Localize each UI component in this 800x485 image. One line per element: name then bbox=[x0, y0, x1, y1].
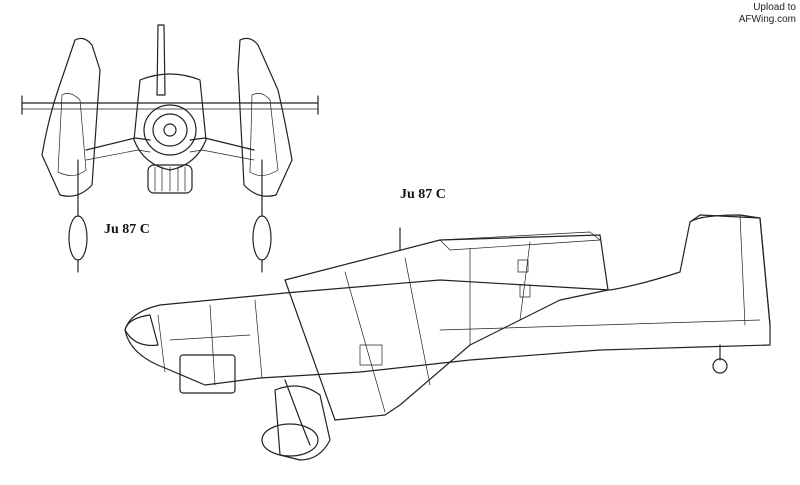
chin-radiator bbox=[179, 354, 236, 394]
front-view-drawing bbox=[21, 24, 319, 273]
folded-wing bbox=[284, 234, 609, 421]
radiator bbox=[147, 164, 193, 194]
canopy bbox=[439, 231, 601, 251]
side-view-label: Ju 87 C bbox=[400, 187, 446, 202]
tail-wheel bbox=[712, 358, 728, 374]
watermark-line-2: AFWing.com bbox=[738, 14, 796, 25]
watermark-line-1: Upload to bbox=[753, 2, 796, 13]
main-gear-pant bbox=[274, 385, 331, 461]
right-wing-panel bbox=[237, 37, 293, 197]
left-wheel-pant bbox=[68, 215, 88, 261]
side-spinner bbox=[124, 314, 159, 347]
watermark: Upload to AFWing.com bbox=[720, 2, 796, 26]
left-wing-panel bbox=[41, 37, 101, 197]
main-wheel bbox=[261, 423, 319, 457]
front-view-label: Ju 87 C bbox=[104, 222, 150, 237]
side-fuselage bbox=[124, 214, 771, 386]
side-view-drawing bbox=[124, 214, 771, 461]
vertical-fin bbox=[156, 24, 166, 96]
fuselage-front bbox=[133, 73, 207, 171]
spinner-ring bbox=[143, 104, 197, 156]
right-wheel-pant bbox=[252, 215, 272, 261]
